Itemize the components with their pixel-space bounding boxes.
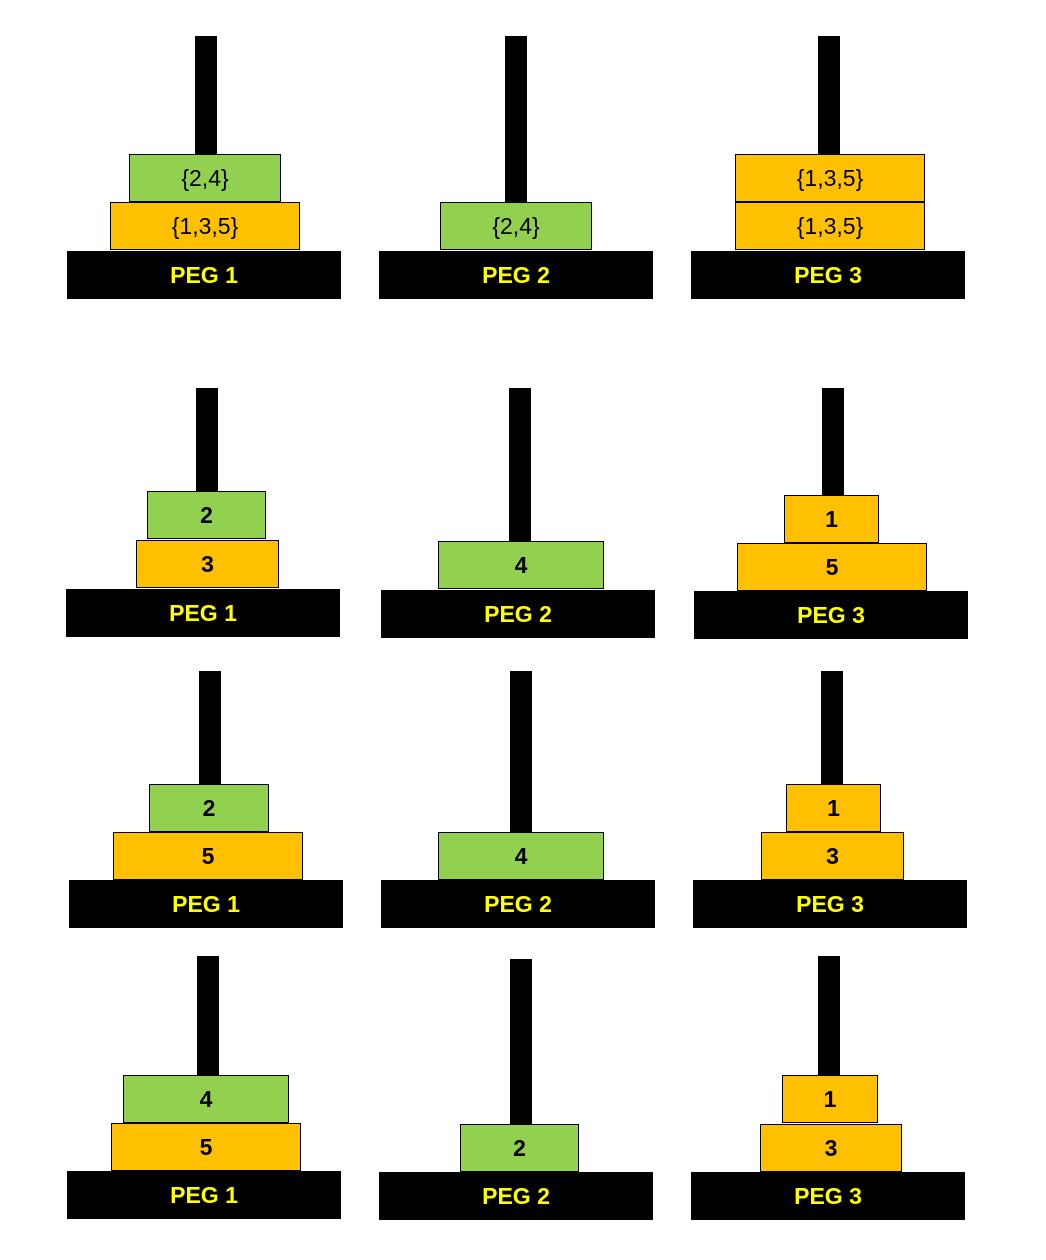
disk: 3 [760, 1124, 902, 1172]
peg-pole [818, 36, 840, 154]
disk: 1 [786, 784, 881, 832]
disk: 3 [761, 832, 904, 880]
disk: 5 [113, 832, 303, 880]
peg-base-label: PEG 2 [381, 590, 655, 638]
disk: 4 [438, 832, 604, 880]
peg-base-label: PEG 1 [66, 589, 340, 637]
disk: 2 [460, 1124, 579, 1172]
disk: {2,4} [440, 202, 592, 250]
peg-pole [822, 388, 844, 495]
peg-base-label: PEG 1 [67, 1171, 341, 1219]
peg-base-label: PEG 3 [693, 880, 967, 928]
disk: 3 [136, 540, 279, 588]
peg-base-label: PEG 1 [69, 880, 343, 928]
peg-pole [510, 959, 532, 1124]
disk: 4 [123, 1075, 289, 1123]
disk: {1,3,5} [735, 154, 925, 202]
disk: 1 [782, 1075, 878, 1123]
peg-base-label: PEG 3 [691, 1172, 965, 1220]
peg-base-label: PEG 2 [381, 880, 655, 928]
disk: {1,3,5} [735, 202, 925, 250]
peg-pole [199, 671, 221, 784]
peg-pole [510, 671, 532, 832]
disk: {1,3,5} [110, 202, 300, 250]
peg-base-label: PEG 2 [379, 1172, 653, 1220]
peg-pole [818, 956, 840, 1075]
peg-pole [196, 388, 218, 491]
disk: 1 [784, 495, 879, 543]
disk: 5 [737, 543, 927, 591]
peg-pole [821, 671, 843, 784]
disk: {2,4} [129, 154, 281, 202]
disk: 5 [111, 1123, 301, 1171]
disk: 4 [438, 541, 604, 589]
peg-pole [505, 36, 527, 202]
disk: 2 [147, 491, 266, 539]
peg-base-label: PEG 1 [67, 251, 341, 299]
peg-base-label: PEG 2 [379, 251, 653, 299]
disk: 2 [149, 784, 269, 832]
peg-base-label: PEG 3 [694, 591, 968, 639]
peg-pole [197, 956, 219, 1075]
peg-pole [509, 388, 531, 541]
peg-pole [195, 36, 217, 154]
peg-base-label: PEG 3 [691, 251, 965, 299]
